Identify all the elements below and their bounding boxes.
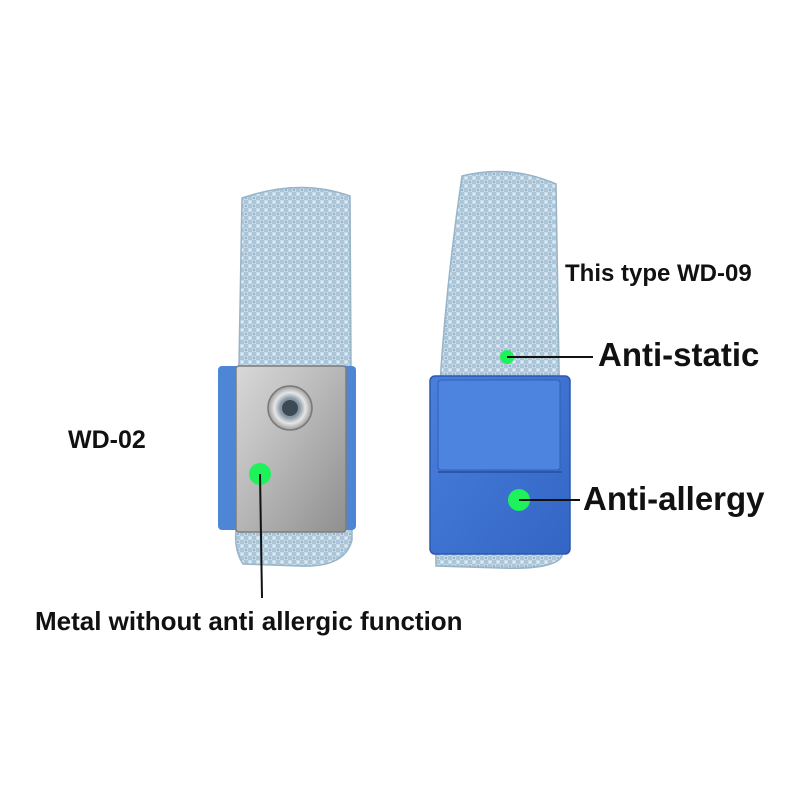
wristband-wd02 — [218, 186, 356, 599]
metal-plate — [235, 365, 347, 533]
buckle-blue-top — [437, 379, 561, 471]
pointer-line-metal — [259, 473, 263, 599]
anti-allergy-label: Anti-allergy — [583, 480, 765, 517]
wristband-wd09 — [429, 170, 593, 569]
model-label-wd09: This type WD-09 — [565, 260, 752, 287]
snap-stud-hole — [282, 400, 298, 416]
metal-note-label: Metal without anti allergic function — [35, 606, 463, 636]
anti-static-label: Anti-static — [598, 336, 760, 373]
model-label-wd02: WD-02 — [68, 426, 146, 454]
